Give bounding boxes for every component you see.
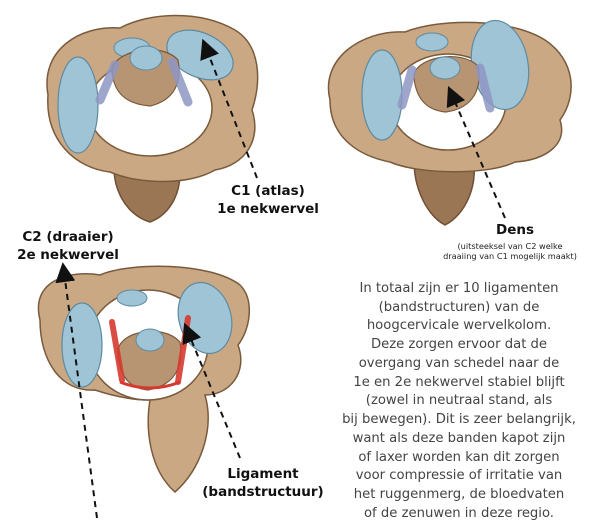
label-dens-note-line2: draaiing van C1 mogelijk maakt) [443,251,577,262]
description-line: (bandstructuren) van de [378,299,540,315]
description-line: voor compressie of irritatie van [355,468,563,484]
description-line: of laxer worden kan dit zorgen [358,449,560,465]
description-line: want als deze banden kapot zijn [352,430,566,446]
label-ligament-line1: Ligament [227,466,299,482]
description-line: (zowel in neutraal stand, als [365,393,553,409]
description-line: bij bewegen). Dit is zeer belangrijk, [342,412,576,428]
description-line: hoogcervicale wervelkolom. [366,318,552,334]
arrow-c1 [200,38,258,179]
label-dens-note-line1: (uitsteeksel van C2 welke [457,241,563,251]
label-dens-note: (uitsteeksel van C2 welke draaiing van C… [425,241,595,262]
label-c2: C2 (draaier) 2e nekwervel [8,229,128,264]
label-c1-line2: 1e nekwervel [217,200,319,217]
description-line: overgang van schedel naar de [358,355,560,371]
label-c2-line2: 2e nekwervel [17,246,119,263]
label-ligament: Ligament (bandstructuur) [193,466,333,501]
label-dens: Dens [495,222,534,238]
label-c1: C1 (atlas) 1e nekwervel [208,183,328,218]
description-line: In totaal zijn er 10 ligamenten [359,281,559,296]
description-line: 1e en 2e nekwervel stabiel blijft [353,374,565,390]
vertebra-top-right [327,19,572,226]
label-c1-line1: C1 (atlas) [231,183,305,199]
arrow-ligament [182,322,241,459]
description-line: het ruggenmerg, de bloedvaten [353,487,565,503]
description-line: Deze zorgen ervoor dat de [370,337,548,353]
label-c2-line1: C2 (draaier) [22,229,114,245]
label-ligament-line2: (bandstructuur) [202,483,324,500]
arrow-dens [446,85,506,219]
pointer-arrows [55,38,506,519]
arrow-c2 [55,262,98,519]
vertebra-top-left [46,14,259,223]
vertebra-bottom [37,265,251,493]
description-line: of de zenuwen in deze regio. [363,505,554,521]
description-text: In totaal zijn er 10 ligamenten (bandstr… [325,280,593,524]
